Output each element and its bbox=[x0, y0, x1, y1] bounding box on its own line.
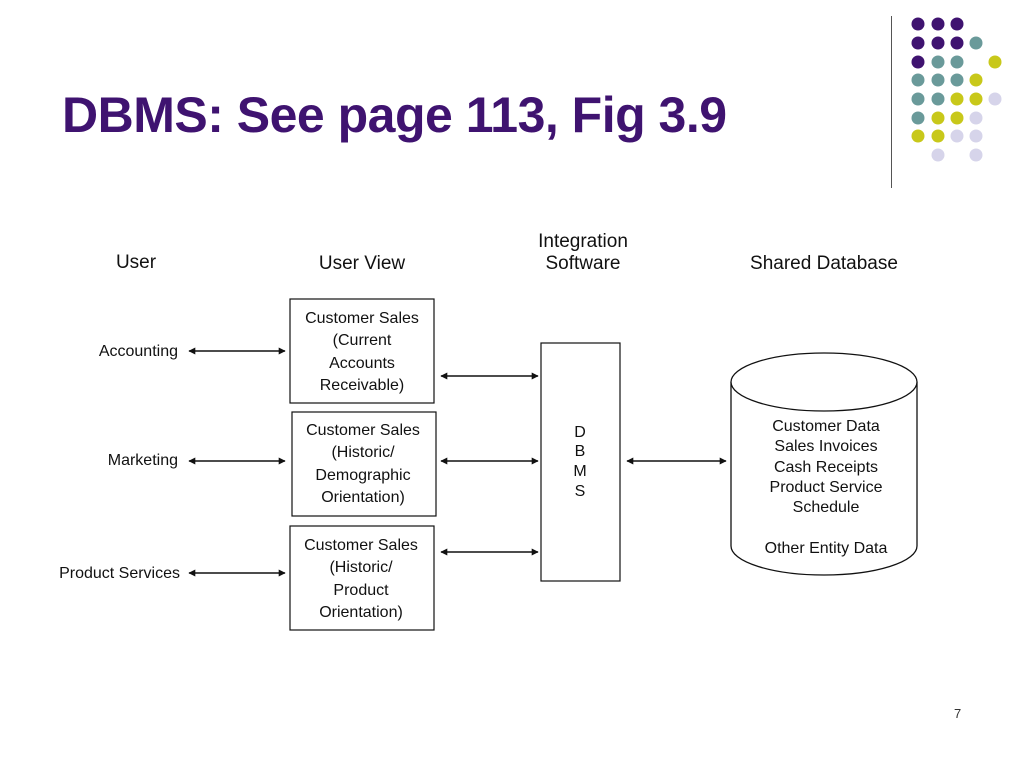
user-label-product-services: Product Services bbox=[59, 565, 180, 582]
view1-line3: Accounts bbox=[329, 355, 395, 372]
db-item-product-service: Product Service bbox=[770, 479, 883, 496]
dbms-letter-m: M bbox=[573, 463, 586, 480]
dot bbox=[911, 55, 925, 69]
dot bbox=[931, 148, 945, 162]
view1-line1: Customer Sales bbox=[305, 310, 419, 327]
page-number: 7 bbox=[954, 706, 962, 721]
dot bbox=[911, 17, 925, 31]
title-divider bbox=[891, 16, 892, 188]
db-item-other-entity-data: Other Entity Data bbox=[765, 540, 888, 557]
dbms-letter-b: B bbox=[575, 443, 586, 460]
dot bbox=[931, 111, 945, 125]
user-label-accounting: Accounting bbox=[99, 343, 178, 360]
view1-line2: (Current bbox=[333, 332, 392, 349]
header-user: User bbox=[116, 252, 157, 273]
database-cylinder-top bbox=[730, 352, 918, 412]
dot bbox=[950, 92, 964, 106]
dot bbox=[931, 36, 945, 50]
dot bbox=[911, 129, 925, 143]
view3-line4: Orientation) bbox=[319, 604, 403, 621]
dot bbox=[969, 148, 983, 162]
dot bbox=[931, 73, 945, 87]
dot bbox=[950, 111, 964, 125]
view2-line1: Customer Sales bbox=[306, 422, 420, 439]
dot bbox=[969, 129, 983, 143]
view2-line2: (Historic/ bbox=[331, 444, 395, 461]
dot bbox=[911, 92, 925, 106]
database-cylinder-body bbox=[730, 382, 918, 576]
dot bbox=[969, 73, 983, 87]
dbms-letter-s: S bbox=[575, 483, 586, 500]
dot bbox=[950, 36, 964, 50]
dot bbox=[950, 55, 964, 69]
dot bbox=[969, 36, 983, 50]
dot bbox=[931, 129, 945, 143]
header-integration-line2: Software bbox=[546, 253, 621, 274]
dot bbox=[931, 92, 945, 106]
dbms-letter-d: D bbox=[574, 424, 586, 441]
slide-title: DBMS: See page 113, Fig 3.9 bbox=[62, 87, 727, 143]
dot bbox=[969, 92, 983, 106]
dot bbox=[911, 36, 925, 50]
user-label-marketing: Marketing bbox=[108, 452, 178, 469]
view3-line2: (Historic/ bbox=[329, 559, 393, 576]
header-shared-database: Shared Database bbox=[750, 253, 898, 274]
header-integration-line1: Integration bbox=[538, 231, 628, 252]
dot bbox=[931, 55, 945, 69]
db-item-sales-invoices: Sales Invoices bbox=[774, 438, 877, 455]
view-box-accounts-receivable bbox=[289, 298, 435, 404]
dot bbox=[911, 73, 925, 87]
db-item-schedule: Schedule bbox=[793, 499, 860, 516]
view-box-demographic bbox=[291, 411, 437, 517]
view2-line3: Demographic bbox=[315, 467, 410, 484]
header-user-view: User View bbox=[319, 253, 406, 274]
dot bbox=[931, 17, 945, 31]
dot bbox=[988, 92, 1002, 106]
view3-line1: Customer Sales bbox=[304, 537, 418, 554]
db-item-cash-receipts: Cash Receipts bbox=[774, 459, 878, 476]
dbms-box bbox=[540, 342, 621, 582]
db-item-customer-data: Customer Data bbox=[772, 418, 880, 435]
view1-line4: Receivable) bbox=[320, 377, 404, 394]
view2-line4: Orientation) bbox=[321, 489, 405, 506]
dot bbox=[969, 111, 983, 125]
dot bbox=[950, 129, 964, 143]
view-box-product bbox=[289, 525, 435, 631]
view3-line3: Product bbox=[333, 582, 389, 599]
dot bbox=[950, 73, 964, 87]
dot bbox=[911, 111, 925, 125]
dot bbox=[950, 17, 964, 31]
dot bbox=[988, 55, 1002, 69]
decorative-dot-grid bbox=[911, 17, 1002, 162]
